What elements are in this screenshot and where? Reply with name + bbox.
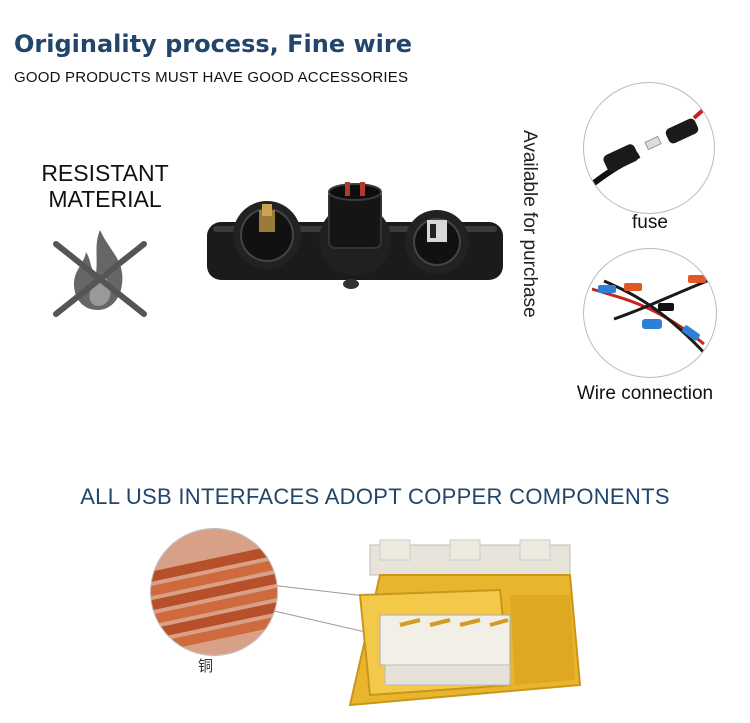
wire-connection-image	[583, 248, 717, 378]
wire-connection-illustration	[591, 275, 713, 361]
page-title: Originality process, Fine wire	[14, 30, 412, 58]
page-subtitle: GOOD PRODUCTS MUST HAVE GOOD ACCESSORIES	[14, 69, 409, 86]
resistant-material-label: RESISTANT MATERIAL	[20, 160, 190, 212]
resistant-line-1: RESISTANT	[41, 160, 169, 186]
usb-port-image	[348, 539, 582, 707]
copper-sheets-illustration	[151, 529, 277, 655]
fuse-image	[583, 82, 715, 214]
resistant-line-2: MATERIAL	[48, 186, 162, 212]
no-fire-icon	[53, 230, 147, 317]
copper-label: 铜	[198, 657, 214, 675]
switch-panel-image	[207, 182, 503, 289]
fuse-label: fuse	[632, 212, 668, 233]
wire-connection-label: Wire connection	[576, 383, 714, 404]
usb-section-heading: ALL USB INTERFACES ADOPT COPPER COMPONEN…	[80, 484, 670, 509]
copper-image	[150, 528, 278, 656]
